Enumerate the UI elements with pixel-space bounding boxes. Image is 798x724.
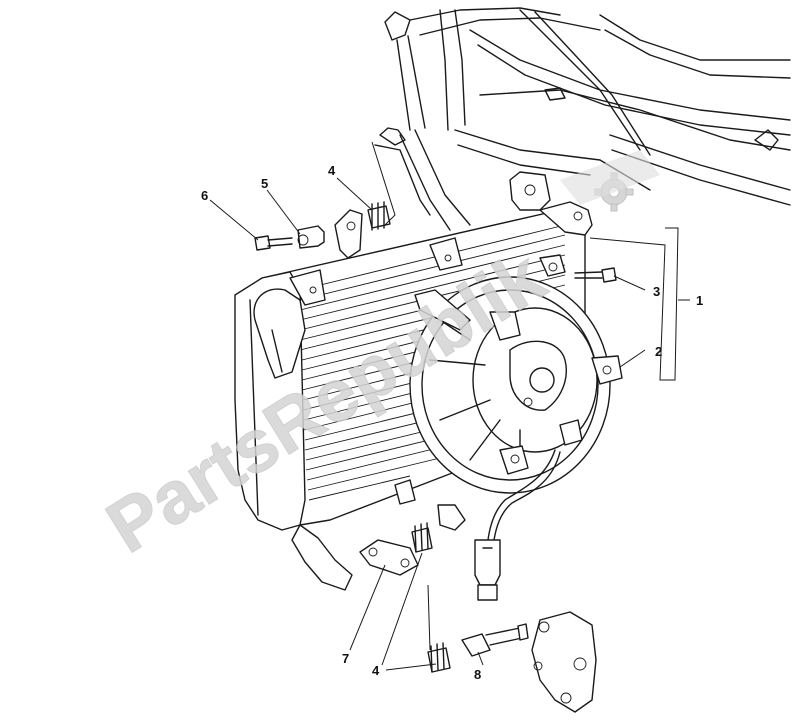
callout-labels: 1 2 3 4 4 5 6 7 8 <box>201 163 703 682</box>
callout-4-upper: 4 <box>328 163 336 178</box>
motorcycle-frame <box>374 7 791 231</box>
radiator-fins <box>299 224 566 501</box>
fasteners <box>254 201 617 713</box>
leader-lines <box>209 141 690 671</box>
callout-4-lower: 4 <box>372 663 380 678</box>
callout-2: 2 <box>655 344 662 359</box>
callout-8: 8 <box>474 667 481 682</box>
callout-3: 3 <box>653 284 660 299</box>
callout-5: 5 <box>261 176 268 191</box>
callout-7: 7 <box>342 651 349 666</box>
callout-6: 6 <box>201 188 208 203</box>
callout-1: 1 <box>696 293 703 308</box>
cooling-fan <box>409 276 623 601</box>
